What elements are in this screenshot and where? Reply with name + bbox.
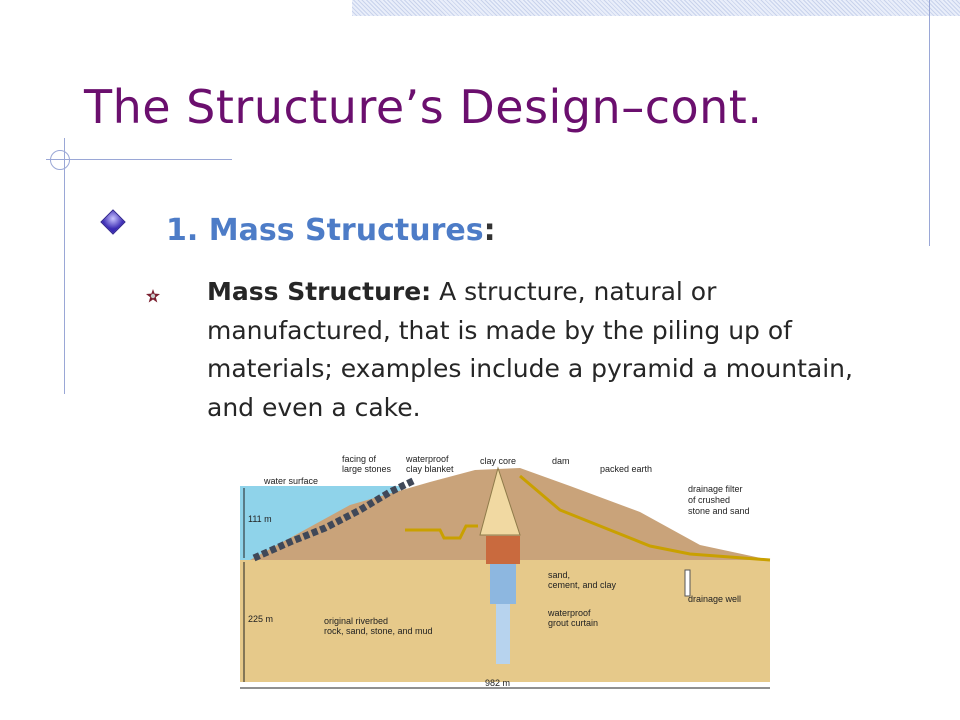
drainage-well [684,569,691,597]
label-width: 982 m [485,678,510,688]
label-sand-1: sand, [548,570,570,580]
label-grout-1: waterproof [547,608,591,618]
label-drainage-filter-2: of crushed [688,495,730,505]
label-waterproof-1: waterproof [405,454,449,464]
label-clay-core: clay core [480,456,516,466]
label-dam: dam [552,456,570,466]
label-drainage-filter-3: stone and sand [688,506,750,516]
stone-facing [252,476,417,562]
decorative-vertical-line-right [929,0,930,246]
star-bullet-icon [146,289,160,303]
heading-text: Mass Structures [208,213,484,248]
label-sand-2: cement, and clay [548,580,617,590]
label-grout-2: grout curtain [548,618,598,628]
label-facing-2: large stones [342,464,392,474]
label-facing-1: facing of [342,454,377,464]
heading-colon: : [483,213,496,248]
slide-title: The Structure’s Design–cont. [84,80,763,134]
drainage-filter [519,474,771,562]
label-drainage-filter-1: drainage filter [688,484,743,494]
clay-core [479,466,521,536]
decorative-vertical-line-left [64,138,65,394]
heading-number: 1. [166,213,199,248]
label-water-surface: water surface [263,476,318,486]
definition-text: A structure, natural or manufactured, th… [207,277,853,422]
label-waterproof-2: clay blanket [406,464,454,474]
definition-term: Mass Structure: [207,277,432,306]
top-pattern-band [352,0,960,16]
definition-paragraph: Mass Structure: A structure, natural or … [207,273,907,427]
label-riverbed-1: original riverbed [324,616,388,626]
grout-curtain [490,564,516,604]
dam-cross-section-diagram: 111 m 225 m 982 m water surface facing o… [240,454,771,689]
sand-cement-clay [486,536,520,564]
label-riverbed-2: rock, sand, stone, and mud [324,626,433,636]
clay-blanket [405,524,478,540]
section-heading: 1. Mass Structures: [166,213,496,248]
label-height-ground: 225 m [248,614,273,624]
label-packed-earth: packed earth [600,464,652,474]
decorative-circle [50,150,70,170]
grout-curtain-lower [496,604,510,664]
label-height-water: 111 m [248,514,272,524]
decorative-horizontal-line [46,159,232,160]
label-drainage-well: drainage well [688,594,741,604]
